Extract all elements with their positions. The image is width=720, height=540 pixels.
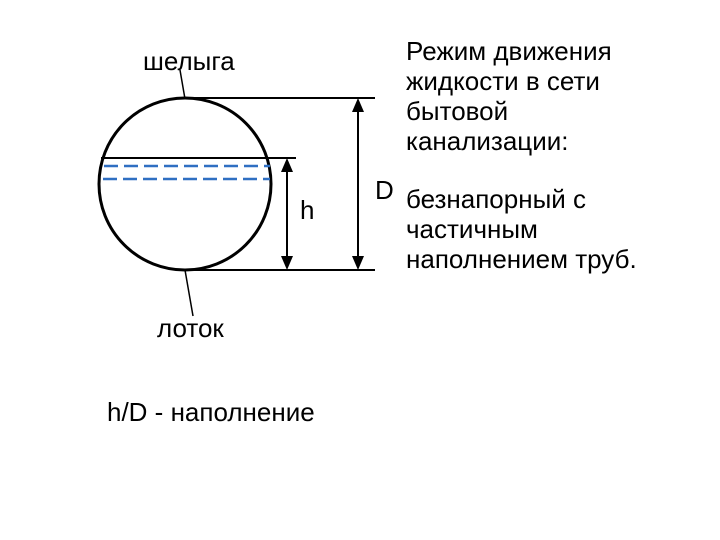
flow-regime-answer: безнапорный с частичным наполнением труб… [406,184,637,274]
title-line: Режим движения [406,36,612,66]
crown-label: шелыга [143,46,235,76]
invert-label: лоток [157,313,224,343]
title-line: канализации: [406,126,569,156]
invert-leader-line [184,269,194,317]
answer-line: безнапорный с [406,184,587,214]
answer-line: наполнением труб. [406,244,637,274]
title-line: бытовой [406,96,509,126]
pipe-cross-section [97,96,273,272]
filling-ratio-label: h/D - наполнение [107,397,315,427]
diameter-arrow-down [352,256,364,270]
depth-arrow-up [281,158,293,172]
crown-leader-line [179,69,186,100]
diameter-arrow-up [352,98,364,112]
diameter-label: D [375,175,394,205]
answer-line: частичным [406,214,538,244]
depth-label: h [300,195,315,225]
title-line: жидкости в сети [406,66,600,96]
depth-arrow-down [281,256,293,270]
flow-regime-title: Режим движения жидкости в сети бытовой к… [406,36,612,156]
